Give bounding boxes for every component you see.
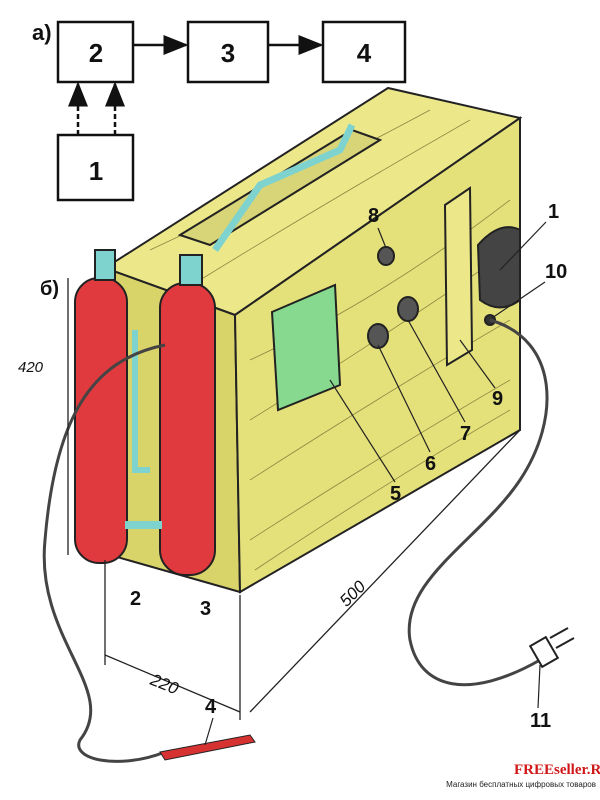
callout-11: 11 [530,710,551,732]
callout-2: 2 [130,588,141,610]
bracket-9 [443,186,474,367]
dim-width: 220 [147,670,182,699]
callout-6: 6 [425,453,436,475]
callout-7: 7 [460,423,471,445]
probe-cable [42,343,166,763]
watermark-tagline: Магазин бесплатных цифровых товаров [446,780,596,789]
cap-right [179,254,203,286]
knob-8 [377,246,395,266]
cap-left [94,249,116,281]
plug-11 [528,627,575,669]
callout-8: 8 [368,205,379,227]
label-b: б) [40,278,59,300]
dim-height: 420 [18,359,44,376]
block-1-label: 1 [89,156,103,186]
window [270,283,342,412]
cylinder-right [159,282,216,576]
dim-length: 500 [336,577,370,611]
watermark: FREEseller.RU Магазин бесплатных цифровы… [446,762,600,789]
knob-6 [367,323,389,349]
watermark-brand: FREEseller.RU [514,762,600,778]
block-1 [56,133,135,202]
label-a: а) [32,20,52,45]
dimension-lines [67,278,521,720]
handle-1 [476,226,521,309]
cylinder-left [74,277,128,564]
cylinders [74,249,216,576]
block-diagram: а) 2 3 4 1 [32,20,407,202]
block-2 [56,20,135,84]
block-4-label: 4 [357,38,372,68]
block-2-label: 2 [89,38,103,68]
callout-1: 1 [548,201,559,223]
callout-3: 3 [200,598,211,620]
callout-10: 10 [545,261,567,283]
handle-strap [212,123,356,252]
block-3 [186,20,270,84]
cables [42,318,549,763]
callout-4: 4 [205,696,217,718]
knob-7 [397,296,419,322]
probe-4 [159,734,256,761]
power-cable [407,318,549,687]
block-3-label: 3 [221,38,235,68]
callout-5: 5 [390,483,401,505]
callout-9: 9 [492,388,503,410]
lid-band [177,128,383,247]
